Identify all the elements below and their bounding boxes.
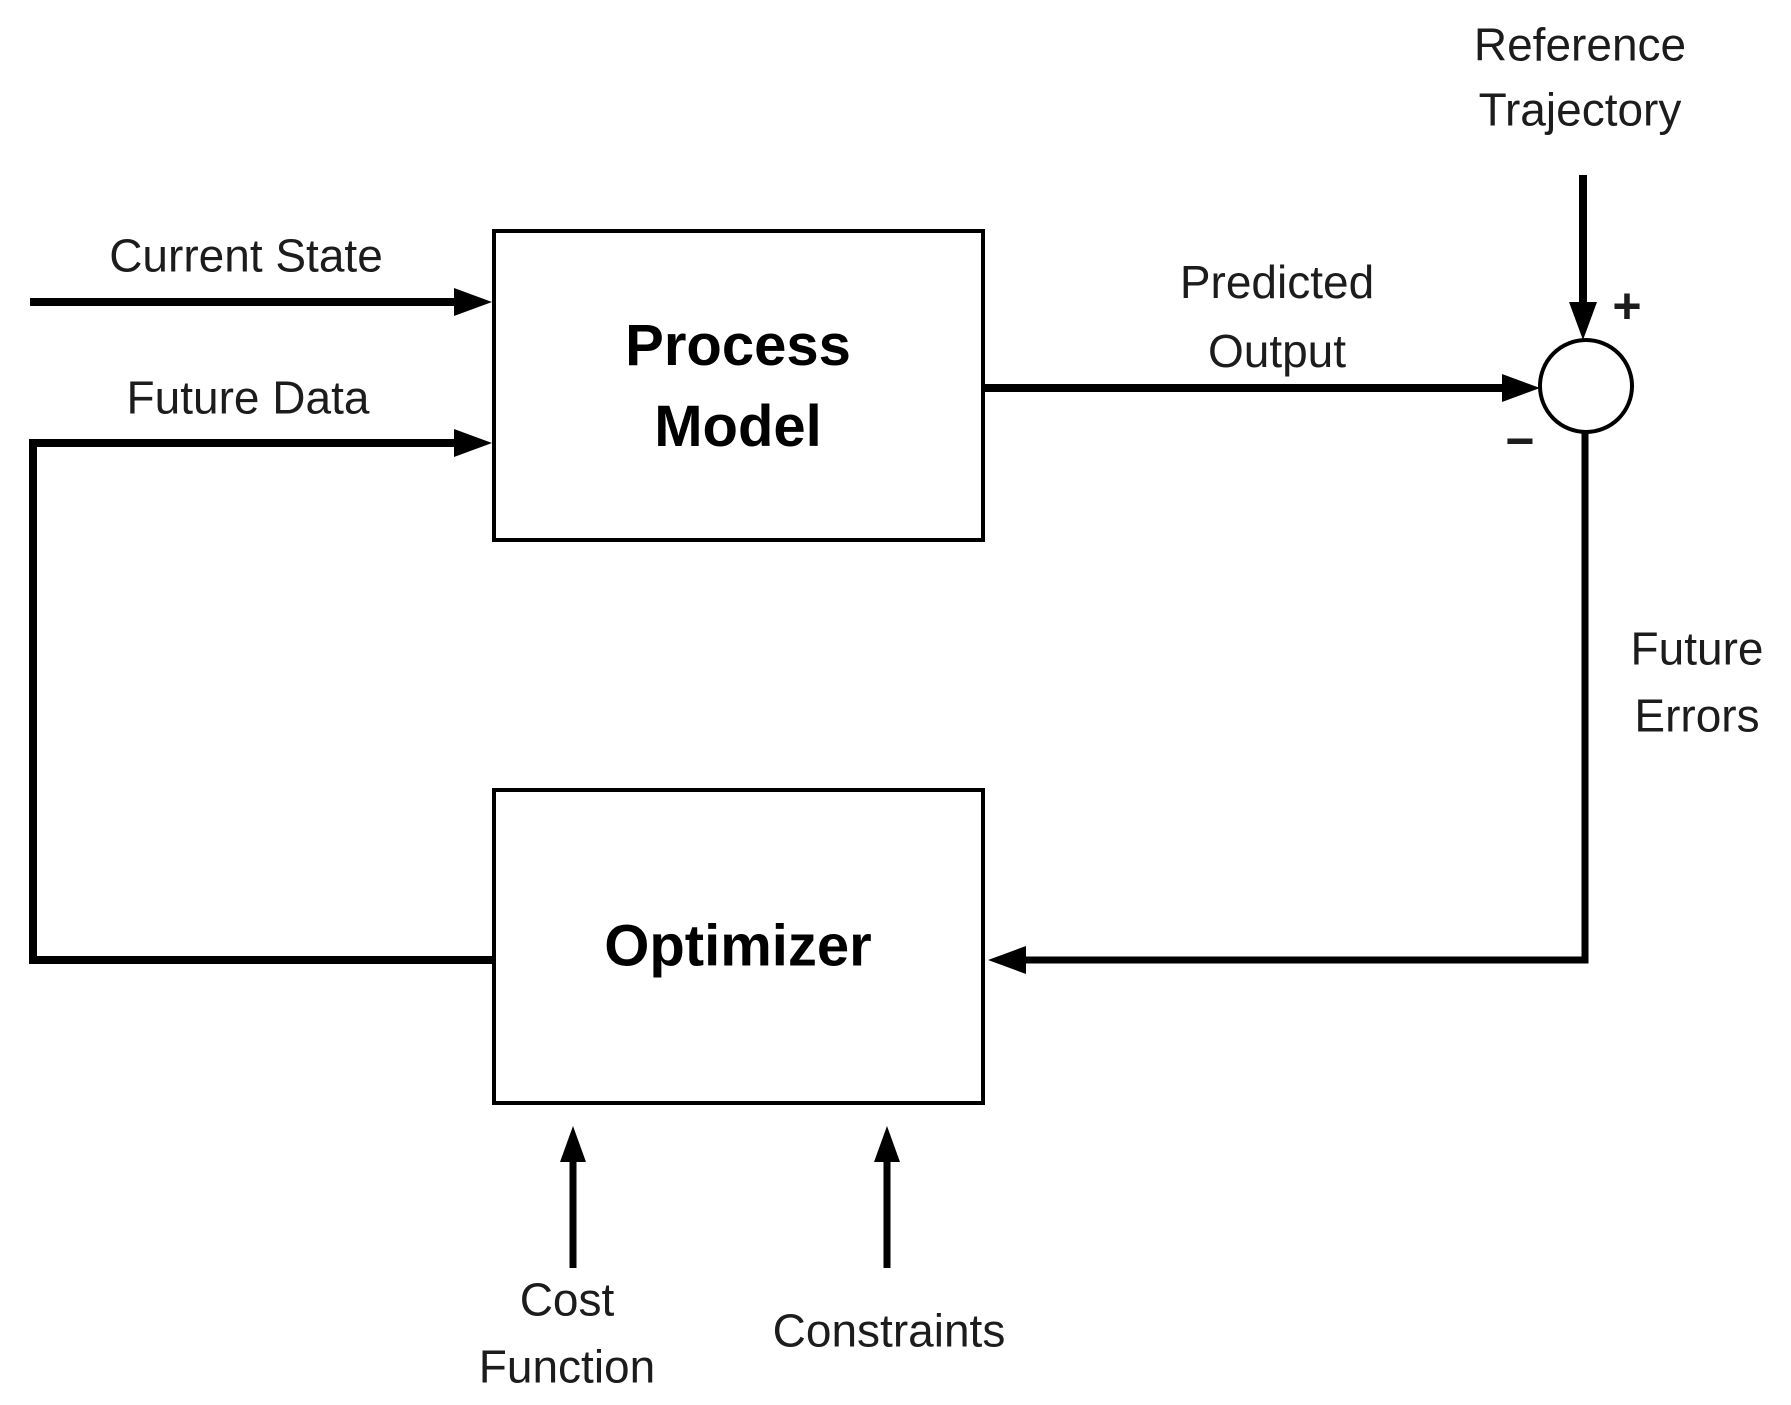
future-errors-label: Future Errors <box>1630 622 1764 741</box>
plus-sign: + <box>1612 278 1642 334</box>
minus-sign: − <box>1505 413 1535 469</box>
future-data-feedback-arrow <box>29 429 494 964</box>
predicted-output-label: Predicted Output <box>1179 256 1375 377</box>
process-model-label: Process Model <box>625 312 851 459</box>
reference-trajectory-label: Reference Trajectory <box>1473 18 1687 136</box>
predicted-output-arrow <box>983 374 1540 402</box>
constraints-label: Constraints <box>772 1304 1006 1357</box>
reference-trajectory-arrow <box>1569 175 1597 340</box>
cost-function-arrow <box>560 1126 586 1268</box>
summing-junction <box>1538 338 1634 434</box>
future-data-label: Future Data <box>126 371 370 424</box>
process-model-box <box>492 229 985 542</box>
optimizer-label: Optimizer <box>604 913 872 979</box>
cost-function-label: Cost Function <box>478 1273 656 1392</box>
constraints-arrow <box>874 1126 900 1268</box>
optimizer-box <box>492 788 985 1105</box>
current-state-arrow <box>30 288 492 316</box>
future-errors-arrow <box>988 432 1589 974</box>
current-state-label: Current State <box>109 229 383 282</box>
